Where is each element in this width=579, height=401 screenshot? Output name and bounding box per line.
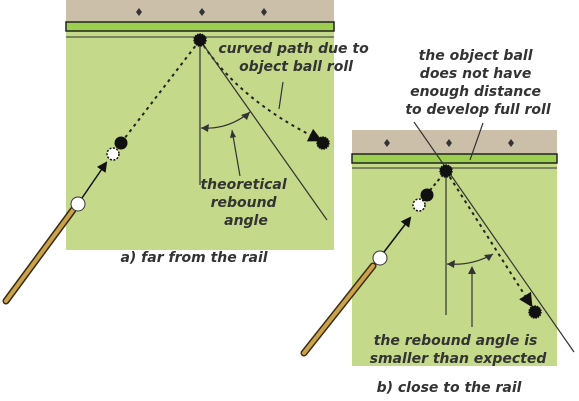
panel-b: the object ball does not have enough dis… [300, 48, 575, 396]
object-ball-icon [439, 164, 453, 178]
object-ball-icon [316, 136, 330, 150]
panel-a-leader-theoretical [231, 129, 241, 177]
diamond-marker-icon [446, 139, 452, 147]
object-ball-icon [193, 33, 207, 47]
diamond-marker-icon [384, 139, 390, 147]
panel-b-cue-path [383, 216, 412, 253]
ghost-ball-icon [412, 198, 426, 212]
panel-b-rail [352, 130, 557, 154]
caption-panel-a: a) far from the rail [120, 250, 267, 266]
panel-b-theoretical-line [413, 121, 575, 353]
label-rebound-smaller: the rebound angle is smaller than expect… [370, 333, 548, 367]
diamond-marker-icon [261, 8, 267, 16]
diamond-marker-icon [508, 139, 514, 147]
panel-b-leader-roll [469, 122, 484, 161]
arrowhead-icon [447, 260, 455, 268]
panel-a-cue-path [81, 161, 108, 199]
cue-ball-icon [70, 196, 86, 212]
cue-ball-icon [372, 250, 388, 266]
panel-a-leader-curved [278, 81, 284, 110]
arrowhead-icon [241, 112, 250, 120]
panel-a: curved path due to object ball roll theo… [2, 0, 373, 305]
cue-stick-icon [4, 208, 75, 303]
arrowhead-icon [468, 266, 476, 274]
caption-panel-b: b) close to the rail [377, 380, 522, 396]
arrowhead-icon [484, 254, 493, 261]
arrowhead-icon [201, 124, 209, 132]
object-ball-icon [528, 305, 542, 319]
panel-a-incoming-path [120, 39, 201, 144]
panel-a-cushion [65, 21, 335, 32]
panel-b-cushion [351, 153, 558, 164]
arrowhead-icon [230, 130, 236, 138]
label-curved-path: curved path due to object ball roll [218, 41, 373, 75]
ghost-ball-icon [106, 147, 120, 161]
cue-stick-icon [302, 264, 375, 355]
diamond-marker-icon [136, 8, 142, 16]
object-ball-icon [114, 136, 128, 150]
diamond-marker-icon [199, 8, 205, 16]
label-theoretical-angle: theoretical rebound angle [200, 177, 291, 229]
object-ball-icon [420, 188, 434, 202]
panel-b-rebound-path [445, 170, 533, 308]
panel-a-theoretical-line [199, 39, 328, 221]
label-full-roll: the object ball does not have enough dis… [405, 48, 550, 118]
